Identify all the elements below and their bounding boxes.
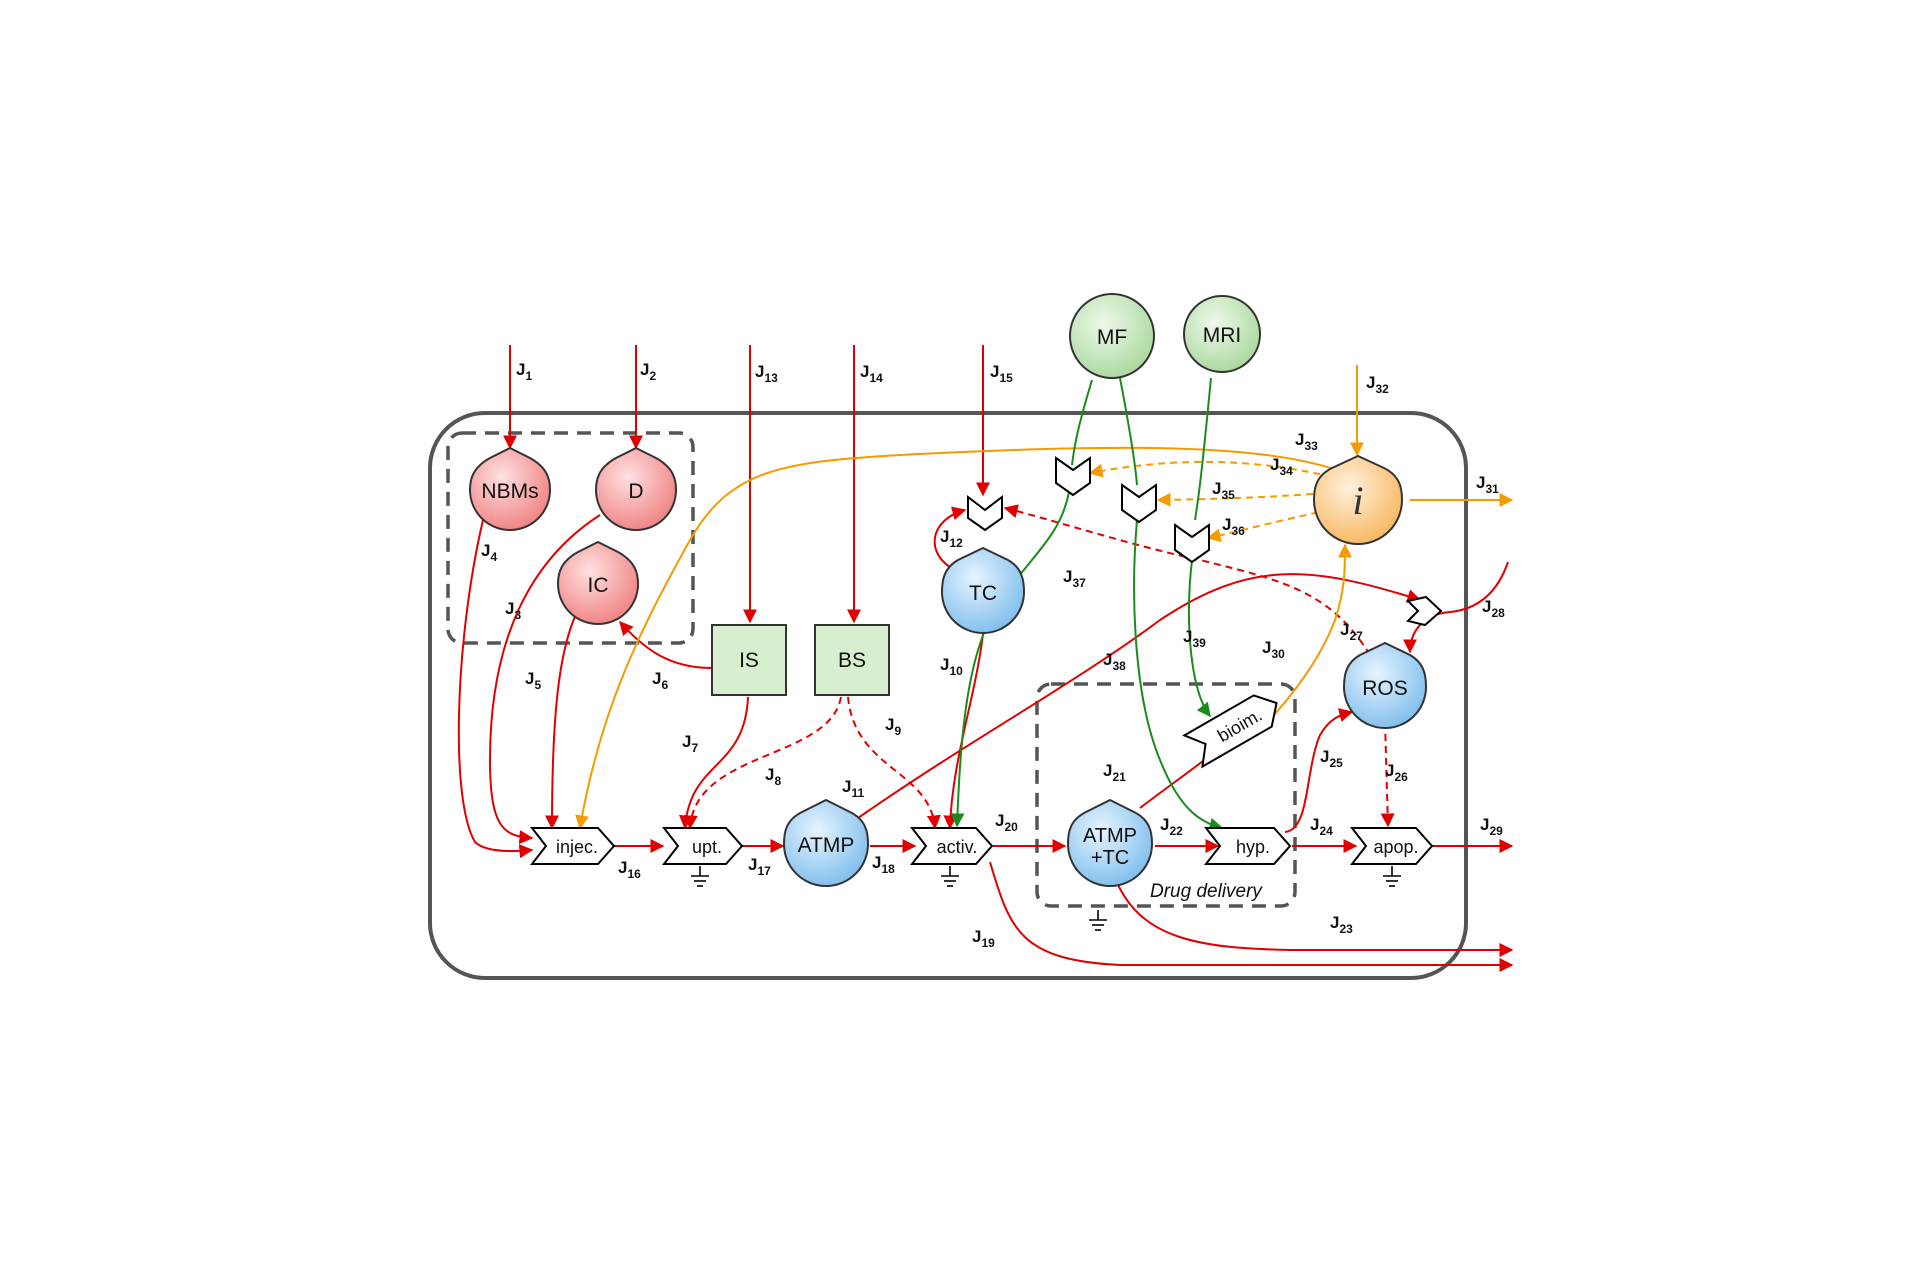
flux-label-j20: J20 [995, 811, 1018, 834]
node-ros-label: ROS [1362, 677, 1408, 700]
flux-label-j16: J16 [618, 858, 641, 881]
flux-label-j19: J19 [972, 927, 995, 950]
node-atmp-tc-label-line1: ATMP [1083, 825, 1137, 847]
flux-label-j9: J9 [885, 715, 901, 738]
flux-label-j22: J22 [1160, 815, 1183, 838]
drug-delivery-box [1035, 682, 1297, 908]
flux-label-j12: J12 [940, 527, 963, 550]
flux-label-j23: J23 [1330, 913, 1353, 936]
flux-label-j21: J21 [1103, 761, 1126, 784]
node-info-label: i [1352, 478, 1363, 523]
flux-label-j25: J25 [1320, 747, 1343, 770]
node-d [594, 446, 678, 531]
flux-label-j7: J7 [682, 732, 698, 755]
flux-label-j1: J1 [516, 360, 532, 383]
flux-label-j30: J30 [1262, 638, 1285, 661]
node-mf [1069, 293, 1155, 379]
node-ic-label: IC [588, 574, 609, 597]
flux-label-j18: J18 [872, 853, 895, 876]
node-atmp-tc-label-line2: +TC [1091, 847, 1129, 869]
flux-label-j32: J32 [1366, 373, 1389, 396]
flux-label-j27: J27 [1340, 620, 1363, 643]
flux-label-j17: J17 [748, 855, 771, 878]
flux-label-j26: J26 [1385, 761, 1408, 784]
flux-label-j38: J38 [1103, 650, 1126, 673]
process-hyp [1203, 827, 1292, 865]
flux-label-j29: J29 [1480, 815, 1503, 838]
node-ic [556, 540, 640, 625]
flux-label-j37: J37 [1063, 567, 1086, 590]
orange-flows [575, 365, 1514, 830]
flux-label-j24: J24 [1310, 815, 1333, 838]
flux-label-j36: J36 [1222, 515, 1245, 538]
flux-label-j14: J14 [860, 362, 883, 385]
flux-label-j33: J33 [1295, 430, 1318, 453]
flux-label-j13: J13 [755, 362, 778, 385]
flux-label-j39: J39 [1183, 627, 1206, 650]
nodes: NBMs D IC IS BS TC ATMP ATMP+TC ROS MF M… [468, 293, 1428, 887]
drug-delivery-label: Drug delivery [1150, 881, 1263, 902]
process-upt-label: upt. [692, 837, 722, 857]
node-bs-label: BS [838, 649, 866, 672]
node-d-label: D [628, 480, 643, 503]
flux-label-j11: J11 [842, 777, 864, 800]
node-bs [814, 624, 890, 696]
flux-label-j15: J15 [990, 362, 1013, 385]
process-apop-label: apop. [1373, 837, 1418, 857]
process-bioim [1182, 694, 1278, 769]
node-atmp-tc-label: ATMP+TC [1083, 825, 1137, 869]
modulator-j39-icon [1174, 523, 1210, 564]
process-hyp-label: hyp. [1236, 837, 1270, 857]
flux-label-j10: J10 [940, 655, 963, 678]
node-is [711, 624, 787, 696]
ground-symbols [691, 866, 1401, 931]
cell-compartment [428, 411, 1468, 980]
process-injec [529, 827, 616, 865]
node-tc [940, 546, 1026, 634]
node-tc-label: TC [969, 582, 997, 605]
node-is-label: IS [739, 649, 759, 672]
nanomaterial-group-box [446, 431, 695, 645]
process-activ [909, 827, 994, 865]
node-atmp-label: ATMP [798, 834, 855, 857]
node-nbms [468, 446, 552, 531]
modulator-j37-icon [1055, 456, 1091, 497]
node-nbms-label: NBMs [481, 480, 538, 503]
flux-label-j5: J5 [525, 669, 541, 692]
node-mri [1183, 295, 1261, 373]
ground-drug-delivery-icon [1089, 910, 1107, 931]
node-atmp [782, 798, 870, 887]
flux-label-j2: J2 [640, 360, 656, 383]
flux-label-j3: J3 [505, 599, 521, 622]
node-ros [1342, 641, 1428, 729]
process-apop [1349, 827, 1434, 865]
red-flows [457, 345, 1514, 972]
node-mri-label: MRI [1203, 324, 1242, 347]
flux-label-j4: J4 [481, 541, 497, 564]
flux-label-j8: J8 [765, 765, 781, 788]
modulators [967, 456, 1443, 627]
process-activ-label: activ. [937, 837, 978, 857]
ground-apop-icon [1383, 866, 1401, 887]
modulator-j12-icon [967, 494, 1003, 532]
modulator-j38-icon [1121, 483, 1157, 524]
process-injec-label: injec. [556, 837, 598, 857]
processes: injec. upt. activ. hyp. apop. bioim. [529, 694, 1434, 865]
flux-label-j31: J31 [1476, 473, 1499, 496]
node-atmp-tc [1066, 798, 1154, 887]
node-mf-label: MF [1097, 326, 1127, 349]
process-upt [661, 827, 744, 865]
flux-label-j28: J28 [1482, 597, 1505, 620]
node-info [1312, 454, 1404, 545]
ground-activ-icon [941, 866, 959, 887]
flux-label-j6: J6 [652, 669, 668, 692]
ground-upt-icon [691, 866, 709, 887]
modulator-j28-icon [1406, 595, 1443, 627]
